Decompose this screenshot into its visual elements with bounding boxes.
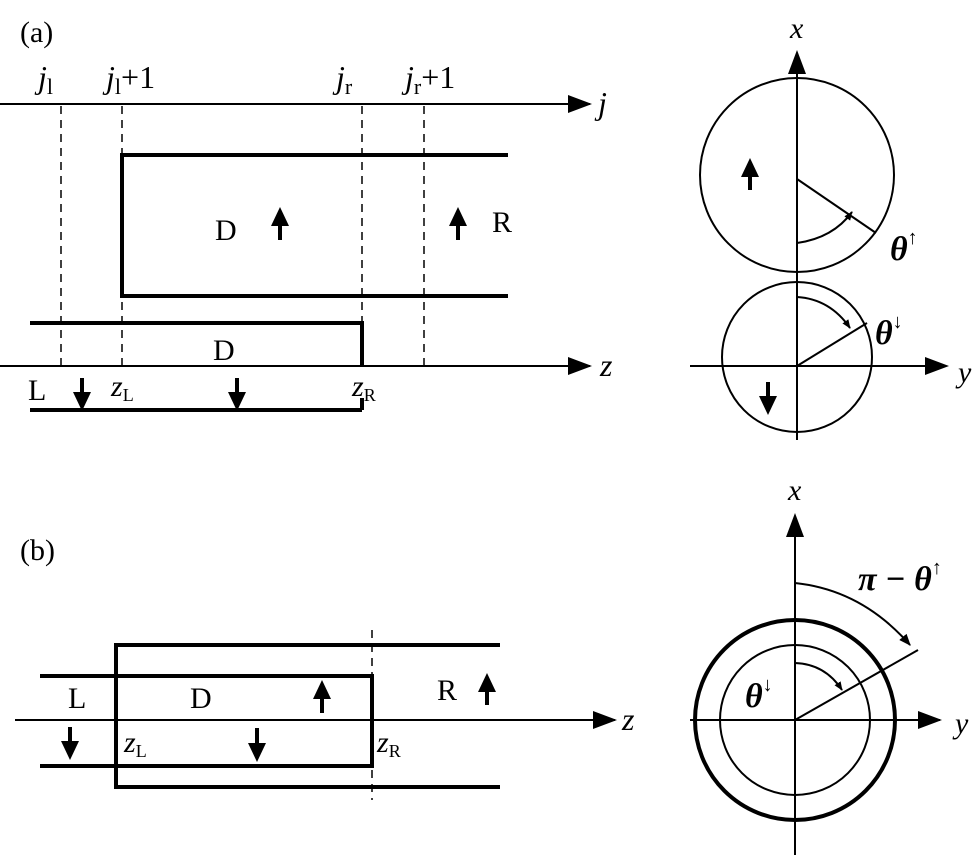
tick-jl-plus-1: jl+1	[102, 59, 155, 99]
theta-down-arc	[796, 296, 851, 329]
angle-diagram-b: x y π − θ↑ θ↓	[690, 474, 969, 855]
tick-jr-plus-1: jr+1	[401, 59, 455, 99]
lower-lead-outline	[30, 321, 364, 366]
marker-zr-a: zR	[351, 370, 376, 405]
pi-minus-theta-label: π − θ↑	[858, 557, 942, 598]
theta-down-label: θ↓	[875, 311, 903, 352]
j-axis-label: j	[594, 85, 607, 121]
spin-vector-b	[794, 649, 919, 721]
z-axis-a-label: z	[599, 347, 613, 383]
y-axis-a-label: y	[955, 356, 972, 389]
spin-up-arrow-d	[271, 207, 289, 240]
panel-a: (a) j jl jl+1 jr jr+1 D R D L	[0, 12, 972, 440]
upper-lead-outline	[120, 153, 508, 298]
inner-circle-b	[719, 644, 871, 796]
region-r: R	[492, 206, 512, 239]
region-d-b: D	[190, 682, 212, 715]
pi-minus-theta-arc	[794, 582, 911, 646]
sphere-down-arrow	[759, 382, 777, 415]
spin-up-arrow-r-b	[478, 673, 496, 705]
z-axis-b: z	[15, 701, 635, 737]
spin-up-arrow-r	[449, 207, 467, 240]
spin-down-arrow-d-b	[248, 728, 266, 762]
marker-zl-b: zL	[123, 726, 147, 761]
spin-down-arrow-l	[73, 378, 91, 411]
marker-zl-a: zL	[110, 370, 134, 405]
region-r-b: R	[437, 674, 457, 707]
tick-jr: jr	[332, 59, 353, 99]
outer-lead-outline	[114, 643, 500, 789]
theta-up-label: θ↑	[890, 227, 918, 268]
spin-down-arrow-l-b	[61, 727, 79, 760]
x-axis-a-label: x	[789, 12, 804, 45]
region-l-b: L	[68, 682, 86, 715]
panel-b-label: (b)	[20, 534, 55, 567]
spin-arrows-a	[73, 207, 467, 411]
upper-spin-vector	[796, 178, 877, 234]
outer-circle-b	[693, 618, 897, 822]
dashed-site-lines	[60, 106, 425, 366]
tick-jl: jl	[34, 59, 53, 99]
spin-down-arrow-d	[228, 378, 246, 411]
angle-diagram-a: x y θ↑ θ↓	[690, 12, 972, 440]
theta-up-arc	[796, 211, 853, 244]
theta-down-arc-b	[794, 662, 843, 691]
x-axis-b-label: x	[787, 474, 802, 507]
z-axis-b-label: z	[621, 701, 635, 737]
theta-down-label-b: θ↓	[745, 674, 773, 715]
z-axis-a: z	[0, 347, 613, 383]
marker-zr-b: zR	[376, 726, 401, 761]
region-l: L	[28, 374, 46, 407]
spin-up-arrow-d-b	[313, 680, 331, 713]
region-d-lower: D	[213, 334, 235, 367]
lower-spin-vector	[796, 322, 868, 367]
panel-a-label: (a)	[20, 16, 53, 49]
y-axis-b-label: y	[952, 707, 969, 740]
lower-sphere-circle	[721, 281, 873, 433]
upper-sphere-circle	[699, 77, 895, 273]
j-axis: j	[0, 85, 607, 121]
panel-b: (b) z L D R zL zR x y	[15, 474, 969, 855]
region-d-upper: D	[215, 214, 237, 247]
spin-arrows-b	[61, 673, 496, 762]
sphere-up-arrow	[741, 158, 759, 190]
